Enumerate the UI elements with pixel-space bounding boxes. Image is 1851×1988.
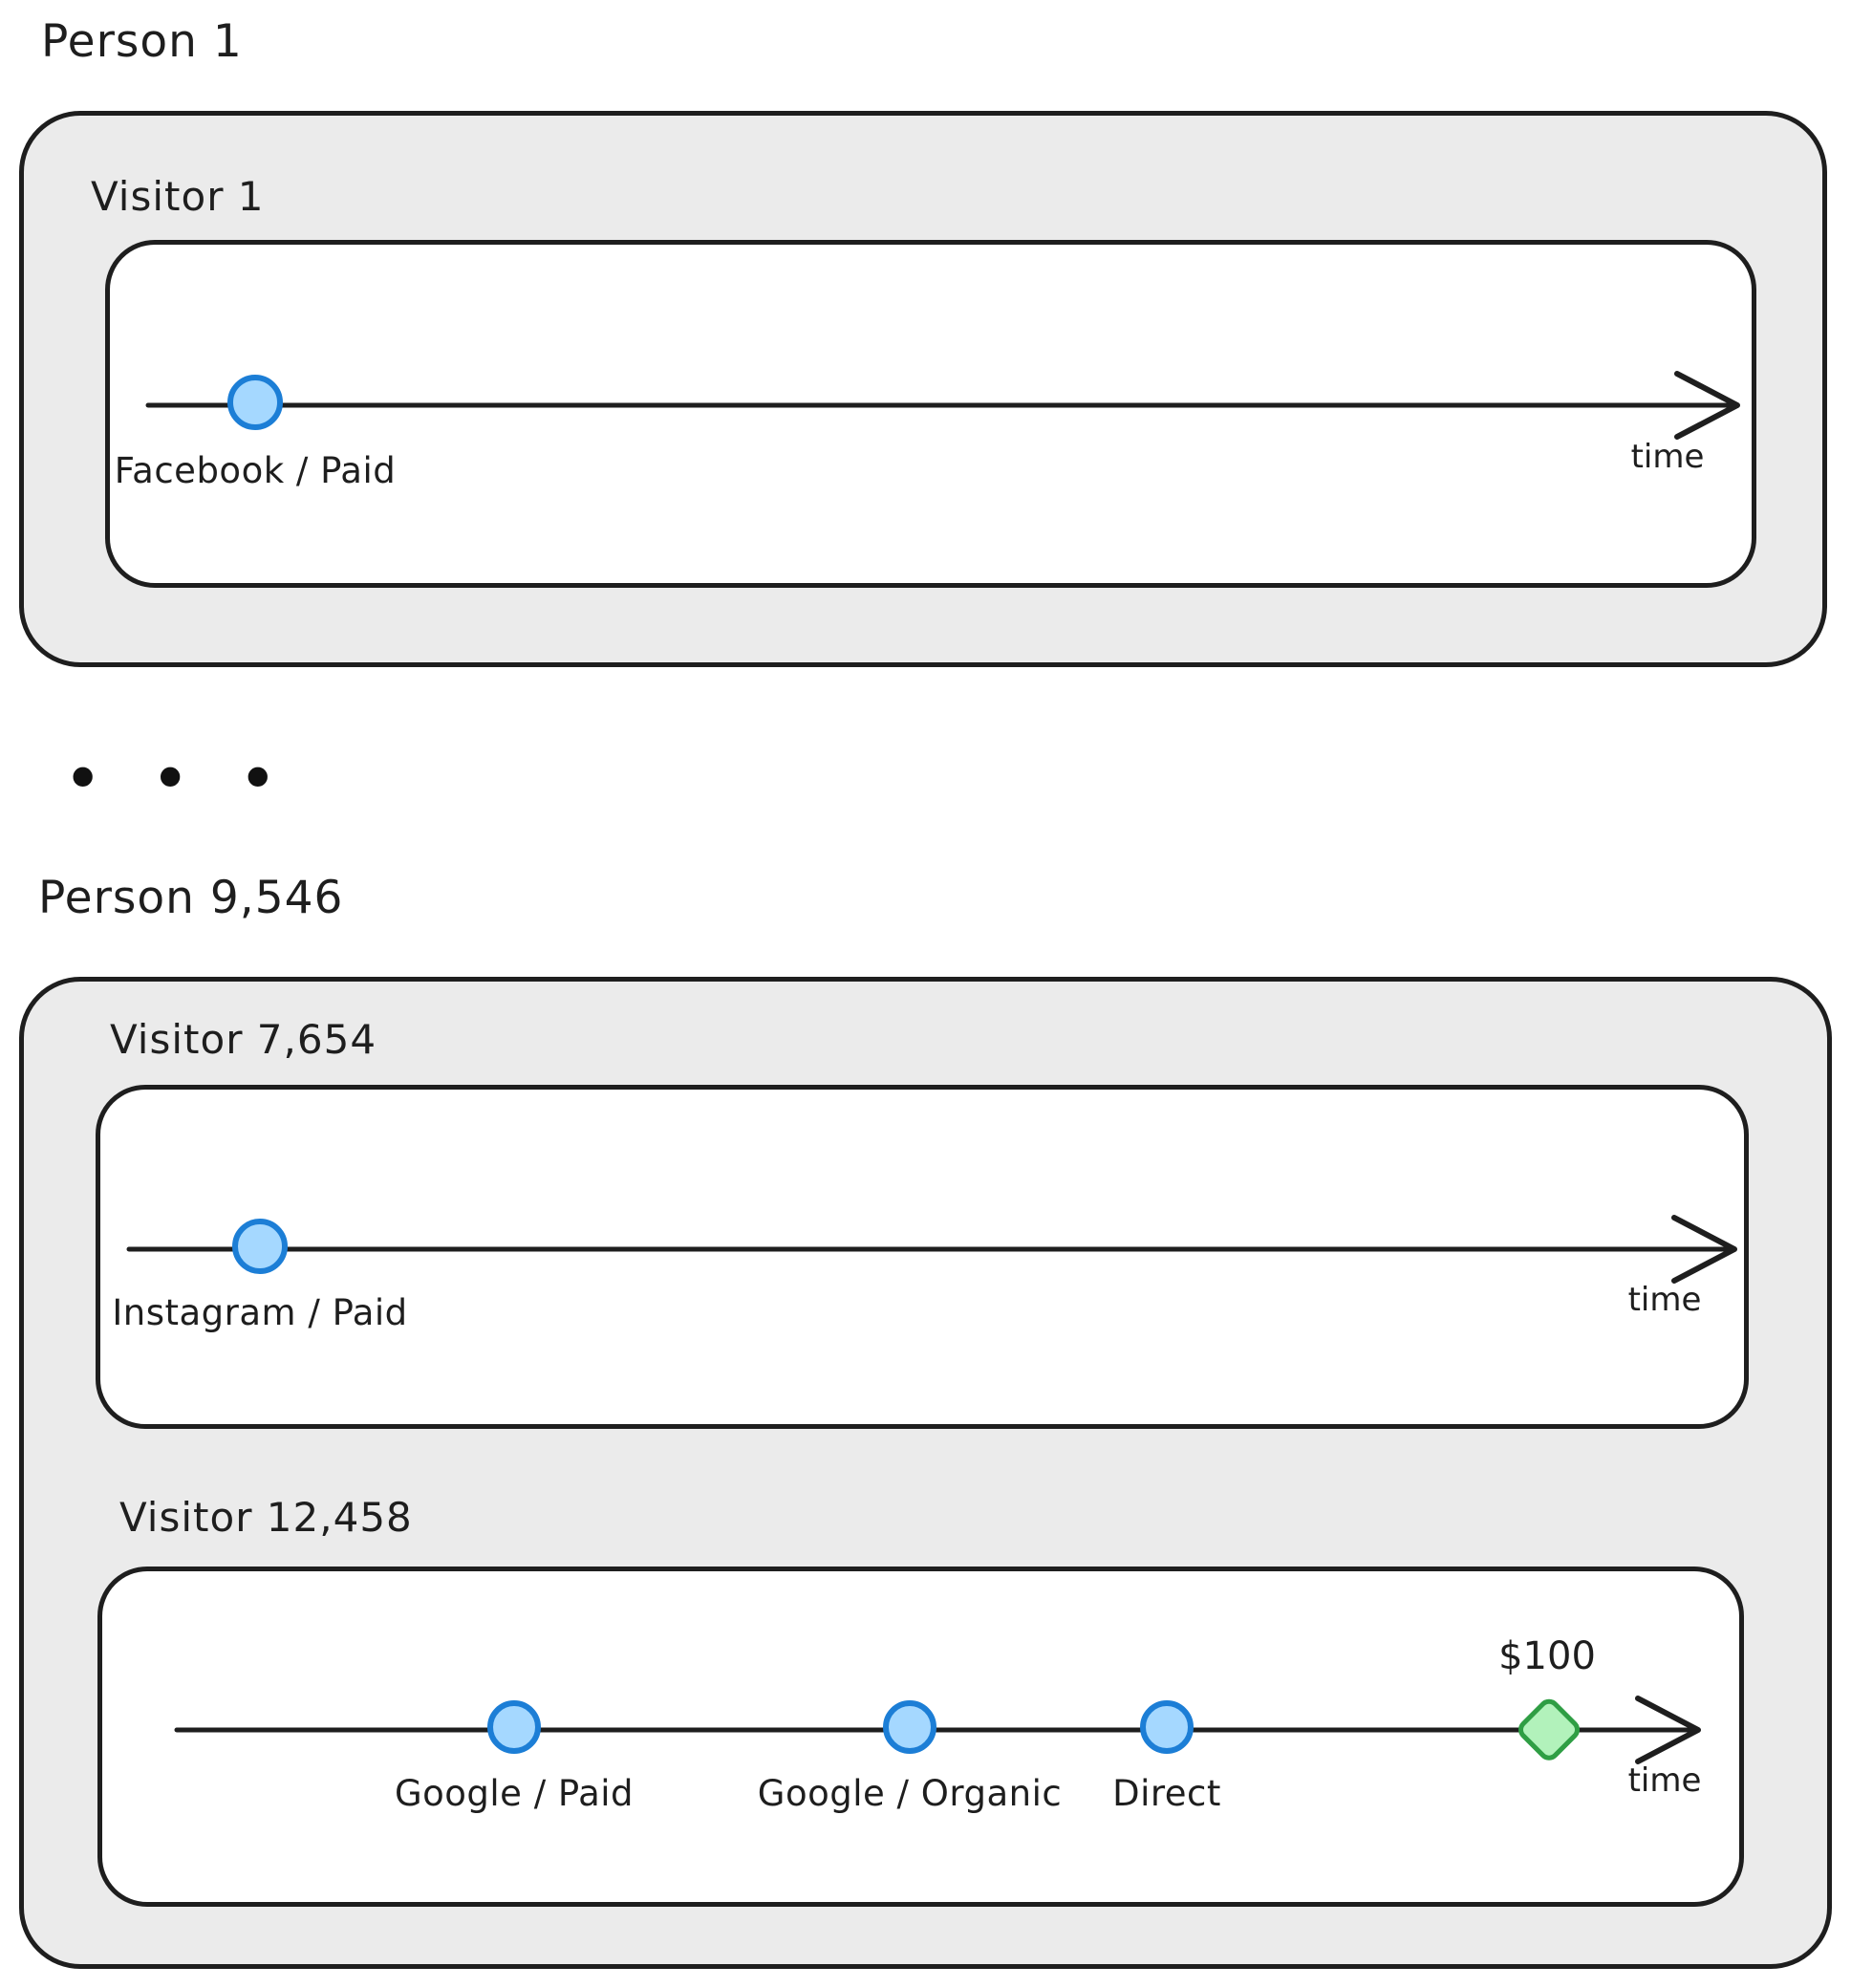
touchpoint-label: Google / Organic	[757, 1773, 1063, 1814]
visitor-1-timeline-panel: Facebook / Paid time	[105, 240, 1756, 588]
person-1-title: Person 1	[41, 15, 243, 68]
arrowhead-icon	[1635, 1696, 1701, 1764]
touchpoint-label: Google / Paid	[394, 1773, 635, 1814]
touchpoint-label: Facebook / Paid	[114, 450, 397, 491]
conversion-value-label: $100	[1498, 1634, 1596, 1678]
visitor-3-title: Visitor 12,458	[119, 1494, 413, 1541]
time-axis-label: time	[1630, 438, 1705, 476]
visitor-2-title: Visitor 7,654	[110, 1016, 377, 1063]
touchpoint-dot-icon	[883, 1700, 936, 1754]
person-2-card: Visitor 7,654 Instagram / Paid time Visi…	[19, 977, 1832, 1969]
conversion-diamond-icon	[1517, 1698, 1581, 1761]
visitor-1-timeline	[145, 371, 1740, 440]
touchpoint-dot-icon	[227, 375, 283, 430]
touchpoint-dot-icon	[487, 1700, 541, 1754]
visitor-2-timeline-panel: Instagram / Paid time	[96, 1085, 1749, 1429]
time-axis-label: time	[1627, 1761, 1702, 1800]
touchpoint-label: Instagram / Paid	[112, 1292, 408, 1333]
ellipsis-icon: • • •	[63, 740, 291, 818]
visitor-2-timeline	[126, 1215, 1737, 1284]
time-axis-label: time	[1627, 1281, 1702, 1319]
person-2-title: Person 9,546	[38, 872, 344, 924]
person-1-card: Visitor 1 Facebook / Paid time	[19, 111, 1827, 667]
visitor-1-title: Visitor 1	[91, 173, 265, 220]
touchpoint-dot-icon	[232, 1219, 288, 1274]
touchpoint-dot-icon	[1140, 1700, 1194, 1754]
visitor-3-timeline-panel: $100 Google / Paid Google / Organic Dire…	[97, 1567, 1744, 1907]
arrowhead-icon	[1671, 1215, 1737, 1284]
arrowhead-icon	[1674, 371, 1740, 440]
touchpoint-label: Direct	[1112, 1773, 1221, 1814]
visitor-3-timeline	[174, 1696, 1701, 1764]
